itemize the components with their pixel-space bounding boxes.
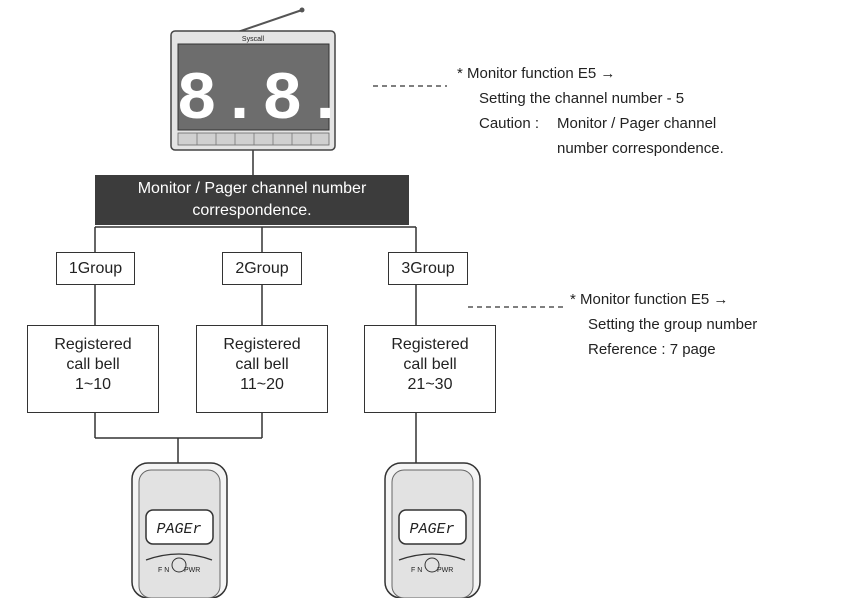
pager-1-fn-label: F N [158,567,169,574]
note-right: * Monitor function E5 → Setting the grou… [570,287,757,362]
connector-lines [94,148,417,465]
registered-box-1-line-1: Registered [54,336,132,353]
pager-2-fn-label: F N [411,567,422,574]
banner-line-1: Monitor / Pager channel number [137,180,367,197]
pager-device-2: PAGEr F N PWR [384,462,481,598]
note-top-line-4: number correspondence. [557,140,724,157]
registered-box-1: Registered call bell 1~10 [27,325,159,413]
pager-2-center-button [424,557,440,573]
pager-1-display-text: PAGEr [156,521,201,538]
monitor-brand-text: Syscall [242,36,265,43]
registered-box-2-line-1: Registered [223,336,301,353]
note-top-line-1: * Monitor function E5 → [457,65,616,82]
note-top-caution-row: Caution : Monitor / Pager channel [457,111,724,136]
note-top-caution-label: Caution : [479,115,540,132]
antenna [231,9,303,35]
pager-2-display-text: PAGEr [409,521,454,538]
note-top-line-3: Monitor / Pager channel [557,115,717,132]
pager-device-1: PAGEr F N PWR [131,462,228,598]
group-label-2: 2Group [222,252,302,285]
monitor-display-text: 8.8. [176,62,347,139]
group-label-3: 3Group [388,252,468,285]
note-right-line-3: Reference : 7 page [588,341,716,358]
pager-1-center-button [171,557,187,573]
banner-line-2: correspondence. [192,202,312,219]
pager-1-pwr-label: PWR [184,567,200,574]
pager-1-screen [145,509,214,545]
note-right-line-1: * Monitor function E5 → [570,291,729,308]
note-right-line-2: Setting the group number [588,316,758,333]
group-label-1: 1Group [56,252,135,285]
registered-box-2: Registered call bell 11~20 [196,325,328,413]
registered-box-3: Registered call bell 21~30 [364,325,496,413]
pager-2-pwr-label: PWR [437,567,453,574]
monitor-device: Syscall 8.8. [170,7,347,151]
registered-box-3-range: 21~30 [407,376,453,393]
registered-box-3-line-2: call bell [403,356,457,373]
registered-box-2-line-2: call bell [235,356,289,373]
note-top: * Monitor function E5 → Setting the chan… [457,61,724,161]
monitor-screen [177,43,330,131]
channel-correspondence-banner: Monitor / Pager channel number correspon… [95,175,409,225]
registered-box-1-range: 1~10 [74,376,112,393]
note-top-line-2: Setting the channel number - 5 [479,90,685,107]
registered-box-3-line-1: Registered [391,336,469,353]
registered-box-2-range: 11~20 [240,376,284,393]
pager-2-screen [398,509,467,545]
registered-box-1-line-2: call bell [66,356,120,373]
